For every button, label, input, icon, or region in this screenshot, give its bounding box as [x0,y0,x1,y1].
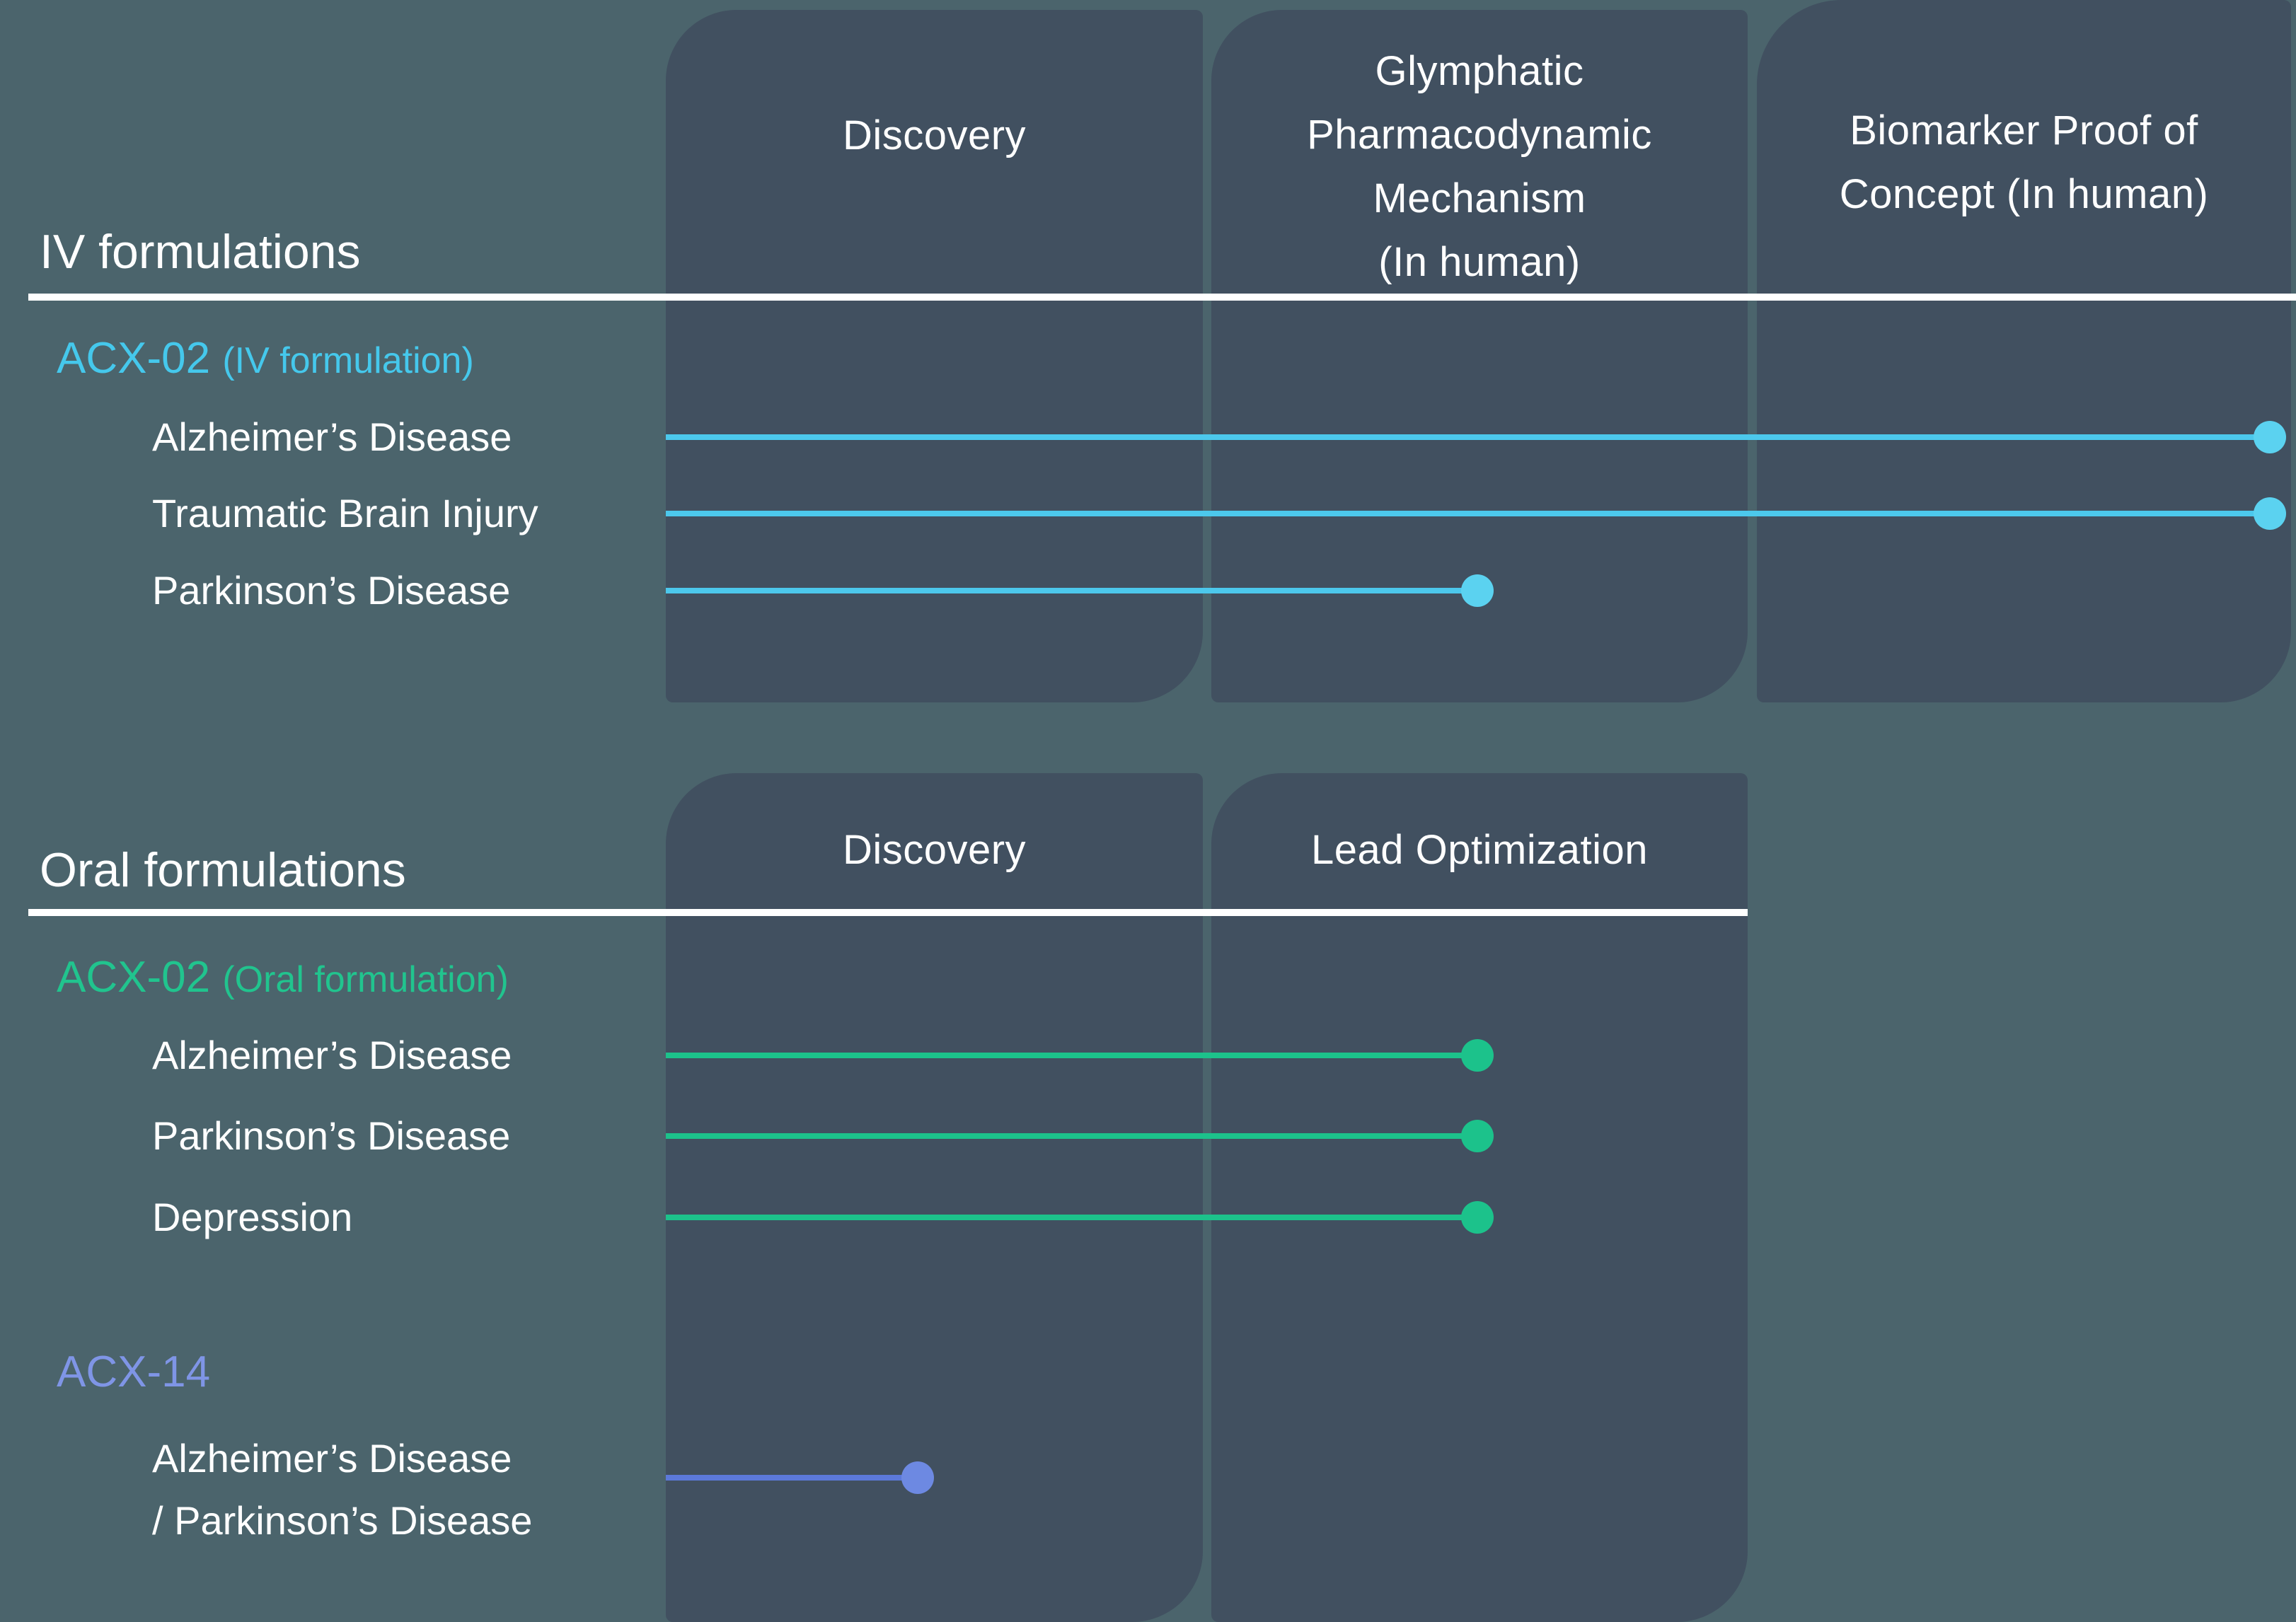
row-label-oral-depression: Depression [152,1195,353,1239]
stage-header-iv-biomarker: Biomarker Proof of Concept (In human) [1839,108,2209,217]
stage-panel-iv-biomarker [1757,0,2291,702]
program-acx02-oral: ACX-02 (Oral formulation) [57,953,509,1004]
program-acx14-name: ACX-14 [57,1348,211,1396]
progress-line-iv-tbi [666,511,2270,516]
stage-panel-iv-discovery [666,10,1203,702]
program-acx02-oral-qualifier: (Oral formulation) [222,959,509,1000]
milestone-dot-acx14 [901,1461,934,1494]
section-title-oral: Oral formulations [40,843,406,897]
program-acx14: ACX-14 [57,1348,210,1397]
stage-header-iv-discovery: Discovery [842,112,1027,158]
progress-line-acx14 [666,1475,918,1481]
stage-panel-oral-leadopt [1211,773,1748,1622]
row-label-iv-tbi: Traumatic Brain Injury [152,491,538,535]
progress-line-iv-parkinsons [666,588,1477,593]
milestone-dot-iv-parkinsons [1461,574,1494,607]
stage-panel-oral-discovery [666,773,1203,1622]
milestone-dot-iv-tbi [2254,497,2286,530]
row-label-iv-parkinsons: Parkinson’s Disease [152,568,511,613]
program-acx02-iv-name: ACX-02 [57,334,211,383]
row-label-iv-alzheimers: Alzheimer’s Disease [152,415,512,459]
progress-line-oral-parkinsons [666,1133,1477,1139]
stage-header-oral-leadopt: Lead Optimization [1311,827,1648,873]
milestone-dot-oral-alzheimers [1461,1039,1494,1072]
stage-header-oral-discovery: Discovery [842,827,1027,873]
row-label-acx14-alz-park: Alzheimer’s Disease / Parkinson’s Diseas… [152,1436,533,1543]
program-acx02-oral-name: ACX-02 [57,953,211,1002]
program-acx02-iv: ACX-02 (IV formulation) [57,334,474,386]
progress-line-oral-alzheimers [666,1053,1477,1058]
milestone-dot-oral-depression [1461,1201,1494,1234]
milestone-dot-oral-parkinsons [1461,1120,1494,1152]
section-title-iv: IV formulations [40,225,361,279]
row-label-oral-parkinsons: Parkinson’s Disease [152,1113,511,1158]
progress-line-oral-depression [666,1215,1477,1220]
stage-header-iv-glymphatic: Glymphatic Pharmacodynamic Mechanism (In… [1307,48,1652,285]
divider-oral [28,909,1748,916]
program-acx02-iv-qualifier: (IV formulation) [222,340,474,381]
divider-iv [28,294,2296,301]
progress-line-iv-alzheimers [666,434,2270,440]
row-label-oral-alzheimers: Alzheimer’s Disease [152,1033,512,1077]
milestone-dot-iv-alzheimers [2254,421,2286,453]
